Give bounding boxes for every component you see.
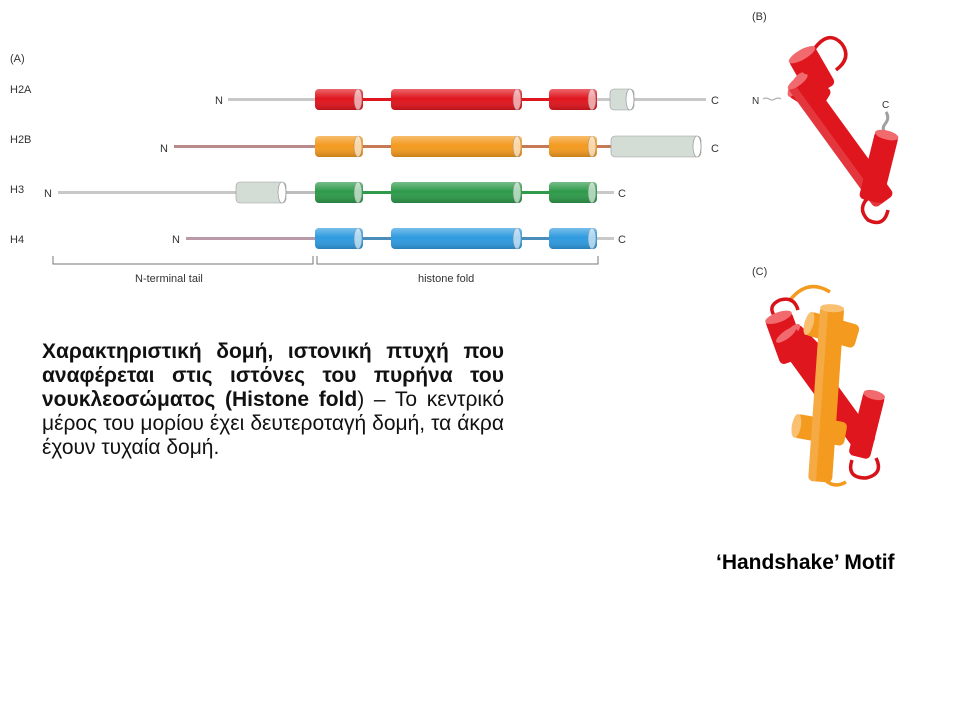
histone-name-h3: H3	[10, 184, 24, 196]
loop	[520, 145, 550, 148]
alpha-helix	[859, 131, 898, 203]
loop	[362, 237, 392, 240]
region-brackets	[52, 256, 599, 265]
n-terminal-tail-bracket	[52, 256, 314, 265]
loop	[596, 98, 610, 101]
panel-c-label: (C)	[752, 266, 767, 278]
c-terminal-tail	[634, 98, 706, 101]
n-terminal-tail	[228, 98, 316, 101]
c-terminus-label: C	[618, 188, 626, 200]
c-terminus-label: C	[711, 95, 719, 107]
loop	[520, 98, 550, 101]
c-terminus-label: C	[711, 143, 719, 155]
n-terminus-label: N	[172, 234, 180, 246]
alpha-helix	[849, 391, 885, 459]
histone-row-h3: N C	[44, 181, 626, 204]
n-terminus-label: N	[215, 95, 223, 107]
panel-b-label: (B)	[752, 11, 767, 23]
histone-name-h2b: H2B	[10, 134, 31, 146]
description-bold: Χαρακτηριστική δομή, ιστονική πτυχή που …	[42, 340, 504, 411]
n-terminal-tail-label: N-terminal tail	[135, 273, 203, 285]
c-terminal-tail	[596, 191, 614, 194]
histone-row-h2a: N C	[215, 88, 719, 111]
panel-b-structure: N C	[752, 35, 899, 225]
histone-row-h2b: N C	[160, 135, 719, 158]
loop	[520, 237, 550, 240]
histone-fold-label: histone fold	[418, 273, 474, 285]
loop	[284, 191, 316, 194]
n-terminal-tail	[174, 145, 316, 148]
n-terminal-tail	[186, 237, 316, 240]
panel-a-label: (A)	[10, 53, 25, 65]
loop	[362, 98, 392, 101]
c-terminus-label: C	[618, 234, 626, 246]
description-normal: ) – Το κεντρικό μέρος του μορίου έχει δε…	[42, 388, 504, 459]
histone-name-h4: H4	[10, 234, 24, 246]
loop	[520, 191, 550, 194]
c-terminal-tail	[596, 237, 614, 240]
n-terminus-label: N	[752, 96, 759, 107]
histone-row-h4: N C	[172, 227, 626, 250]
alpha-helix	[808, 305, 844, 483]
handshake-motif-label: ‘Handshake’ Motif	[716, 551, 895, 574]
loop	[362, 191, 392, 194]
description-text: Χαρακτηριστική δομή, ιστονική πτυχή που …	[42, 340, 504, 460]
n-terminus-label: N	[44, 188, 52, 200]
loop	[596, 145, 612, 148]
extra-helix	[610, 135, 702, 158]
c-terminus-label: C	[882, 100, 889, 111]
n-terminus-label: N	[160, 143, 168, 155]
histone-fold-bracket	[316, 256, 599, 265]
panel-c-structure	[765, 284, 885, 487]
loop	[362, 145, 392, 148]
n-terminal-tail	[58, 191, 236, 194]
histone-name-h2a: H2A	[10, 84, 32, 96]
